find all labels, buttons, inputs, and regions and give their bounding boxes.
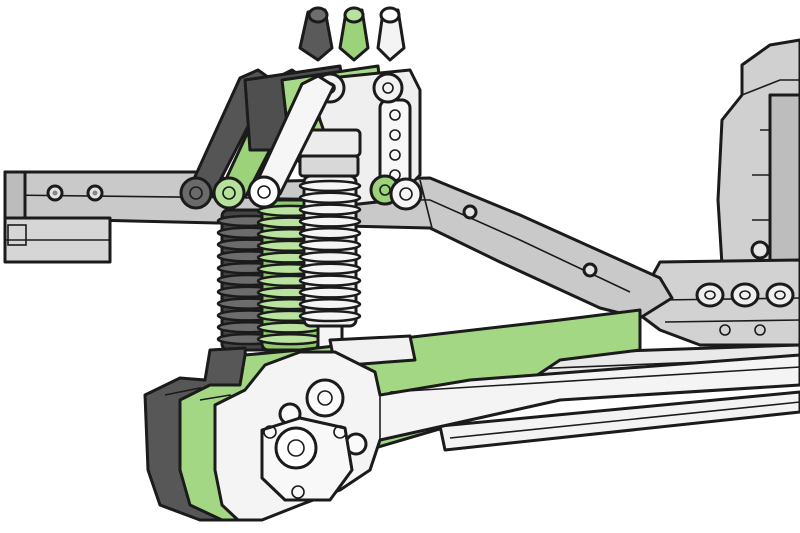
spring-coil — [298, 179, 362, 193]
spring-coil — [298, 250, 362, 264]
spring-coil — [298, 286, 362, 299]
spring-coil — [298, 262, 362, 275]
shock-absorber-white — [296, 128, 362, 368]
axle-housing-white — [213, 350, 800, 522]
upper-link-rear-pivots — [369, 174, 423, 211]
shock-tower-white — [308, 6, 422, 207]
spring-coil — [298, 215, 362, 228]
spring-coil — [298, 274, 362, 287]
frame-rail-holes — [46, 184, 598, 278]
spring-coil — [256, 333, 324, 346]
spring-coil — [298, 298, 362, 311]
spring-coil — [298, 203, 362, 216]
skid-plate — [638, 258, 800, 347]
upper-link-white — [247, 74, 336, 209]
spring-coil — [298, 227, 362, 240]
differential-cover — [260, 416, 354, 502]
frame-lower-bracket — [3, 216, 112, 264]
spring-coil — [298, 309, 362, 323]
spring-coil — [298, 238, 362, 252]
spring-white-coils — [298, 179, 362, 323]
spring-coil — [298, 191, 362, 204]
skid-plate-bolt-holes — [695, 282, 795, 308]
